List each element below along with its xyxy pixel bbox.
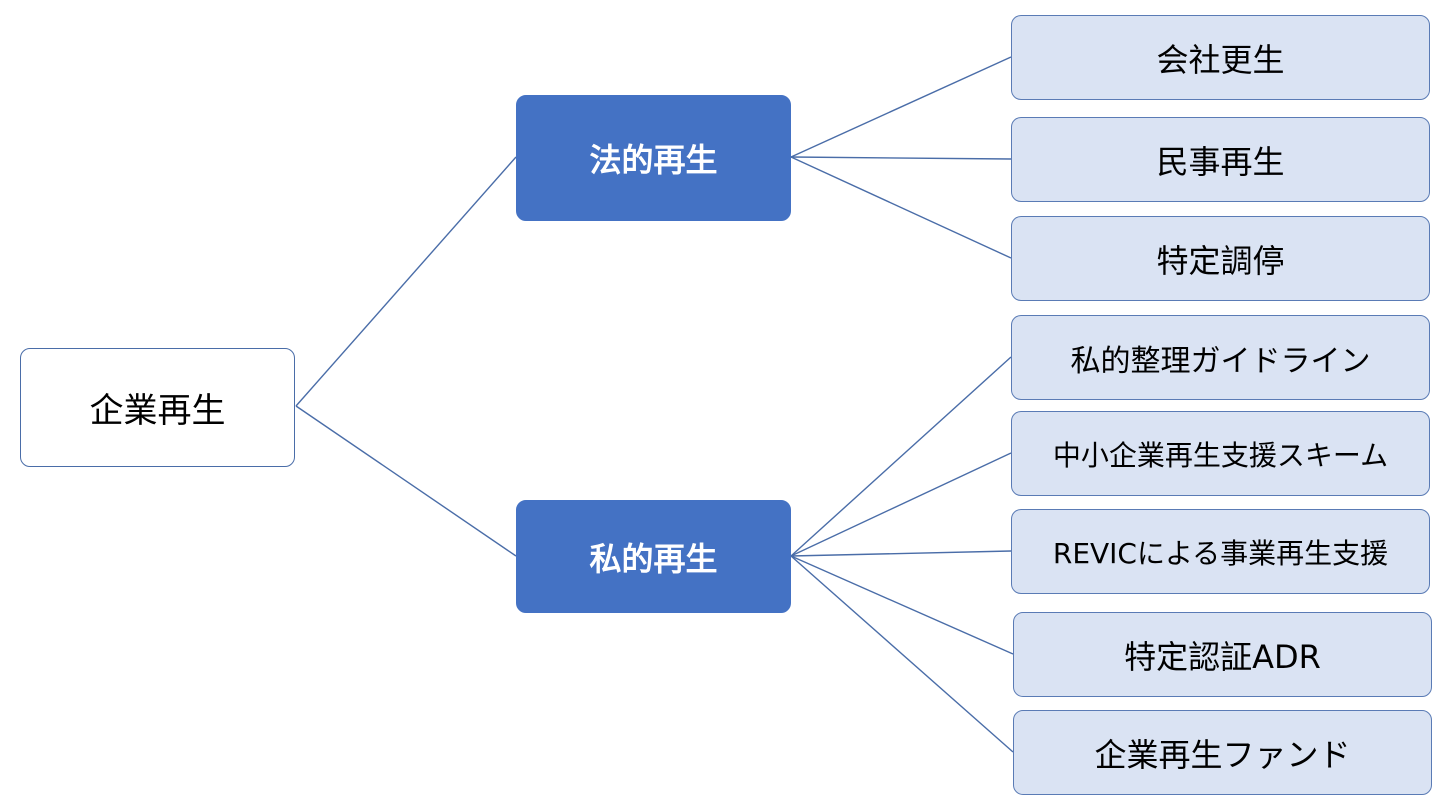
connector-private-item-4 — [790, 555, 1014, 655]
leaf-corporate-rehabilitation-fund: 企業再生ファンド — [1013, 710, 1432, 795]
category-label: 法的再生 — [589, 141, 718, 179]
leaf-label: 企業再生ファンド — [1094, 735, 1351, 774]
connector-root-private — [295, 405, 517, 557]
leaf-private-workout-guidelines: 私的整理ガイドライン — [1011, 315, 1430, 400]
category-label: 私的再生 — [589, 539, 718, 578]
connector-legal-item-2 — [790, 156, 1012, 160]
leaf-label: 特定調停 — [1156, 241, 1285, 280]
leaf-label: 特定認証ADR — [1124, 637, 1321, 676]
connector-private-item-5 — [790, 555, 1014, 753]
leaf-label: REVICによる事業再生支援 — [1052, 536, 1389, 570]
leaf-sme-rehabilitation-support-scheme: 中小企業再生支援スキーム — [1011, 411, 1430, 496]
leaf-label: 民事再生 — [1156, 142, 1285, 181]
leaf-corporate-reorganization: 会社更生 — [1011, 15, 1430, 100]
root-node: 企業再生 — [20, 348, 295, 467]
leaf-civil-rehabilitation: 民事再生 — [1011, 117, 1430, 202]
leaf-revic-business-rehabilitation-support: REVICによる事業再生支援 — [1011, 509, 1430, 594]
category-legal-rehabilitation: 法的再生 — [516, 95, 791, 221]
root-label: 企業再生 — [89, 391, 226, 431]
connector-private-item-2 — [790, 452, 1012, 557]
leaf-label: 私的整理ガイドライン — [1070, 343, 1371, 379]
leaf-specific-conciliation: 特定調停 — [1011, 216, 1430, 301]
leaf-label: 会社更生 — [1156, 40, 1285, 79]
connector-legal-item-3 — [790, 156, 1012, 259]
connector-private-item-3 — [790, 550, 1012, 557]
category-private-rehabilitation: 私的再生 — [516, 500, 791, 613]
leaf-certified-adr: 特定認証ADR — [1013, 612, 1432, 697]
connector-legal-item-1 — [790, 56, 1012, 158]
connector-root-legal — [295, 156, 517, 407]
connector-private-item-1 — [790, 356, 1012, 557]
leaf-label: 中小企業再生支援スキーム — [1052, 438, 1389, 472]
